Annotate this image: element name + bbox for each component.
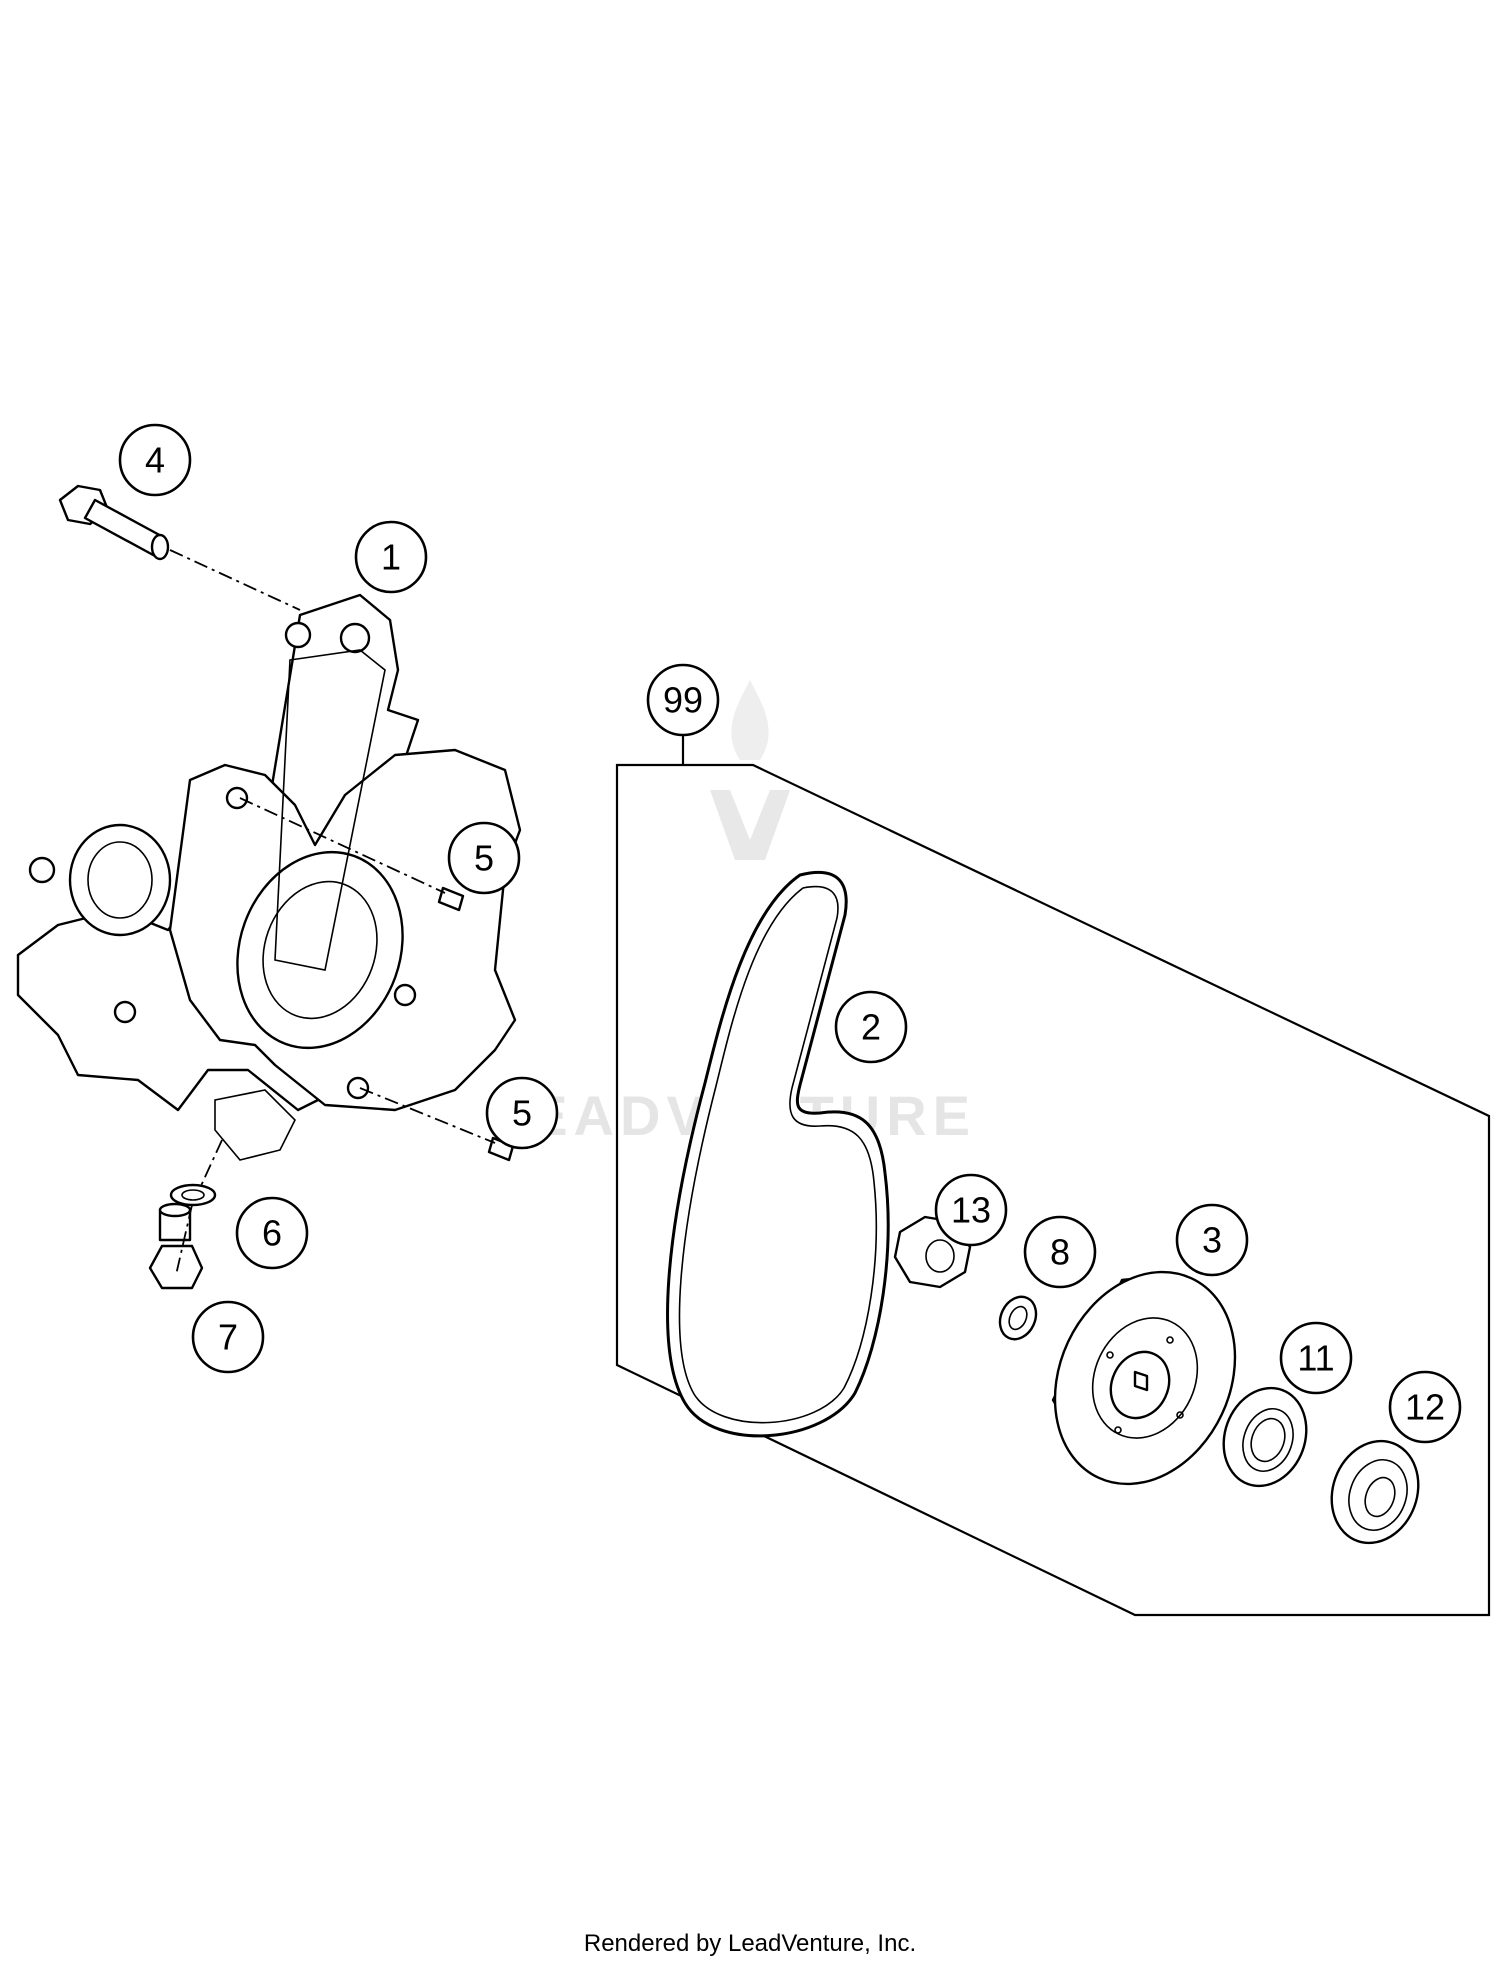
radial-seal-ring bbox=[1330, 1439, 1420, 1545]
impeller bbox=[1051, 1270, 1237, 1486]
sealing-washer bbox=[169, 1183, 217, 1207]
svg-text:11: 11 bbox=[1297, 1338, 1334, 1379]
leader-4 bbox=[169, 549, 301, 611]
svg-text:1: 1 bbox=[381, 537, 401, 578]
svg-text:6: 6 bbox=[262, 1213, 282, 1254]
leader-5-upper bbox=[239, 797, 446, 894]
kit-bracket bbox=[615, 725, 1491, 1617]
svg-text:2: 2 bbox=[861, 1007, 881, 1048]
svg-text:8: 8 bbox=[1050, 1232, 1070, 1273]
svg-text:7: 7 bbox=[218, 1317, 238, 1358]
shaft-seal bbox=[1222, 1386, 1308, 1488]
callout-8: 8 bbox=[1023, 1215, 1097, 1289]
o-ring-gasket bbox=[666, 870, 890, 1438]
callout-13: 13 bbox=[934, 1173, 1008, 1247]
callout-7: 7 bbox=[191, 1300, 265, 1374]
svg-text:12: 12 bbox=[1405, 1387, 1445, 1428]
callout-3: 3 bbox=[1175, 1203, 1249, 1277]
leader-5-lower bbox=[359, 1087, 496, 1144]
bolt bbox=[58, 484, 170, 561]
impeller-washer bbox=[998, 1295, 1038, 1341]
footer-credit: Rendered by LeadVenture, Inc. bbox=[583, 1930, 917, 1957]
svg-text:5: 5 bbox=[474, 838, 494, 879]
callout-12: 12 bbox=[1388, 1370, 1462, 1444]
leader-7 bbox=[175, 1204, 193, 1276]
svg-text:4: 4 bbox=[145, 440, 165, 481]
svg-text:3: 3 bbox=[1202, 1220, 1222, 1261]
callout-5-lower: 5 bbox=[485, 1076, 559, 1150]
drain-screw bbox=[148, 1202, 204, 1290]
water-pump-housing bbox=[16, 593, 522, 1161]
dowel-pin-upper bbox=[437, 886, 465, 912]
callout-11: 11 bbox=[1279, 1321, 1353, 1395]
callout-1: 1 bbox=[354, 520, 428, 594]
callout-99: 99 bbox=[646, 663, 720, 737]
svg-text:13: 13 bbox=[951, 1190, 991, 1231]
callout-4: 4 bbox=[118, 423, 192, 497]
leader-6 bbox=[199, 1139, 223, 1189]
svg-text:5: 5 bbox=[512, 1093, 532, 1134]
callout-6: 6 bbox=[235, 1196, 309, 1270]
callout-5-upper: 5 bbox=[447, 821, 521, 895]
svg-text:99: 99 bbox=[663, 680, 703, 721]
callout-2: 2 bbox=[834, 990, 908, 1064]
